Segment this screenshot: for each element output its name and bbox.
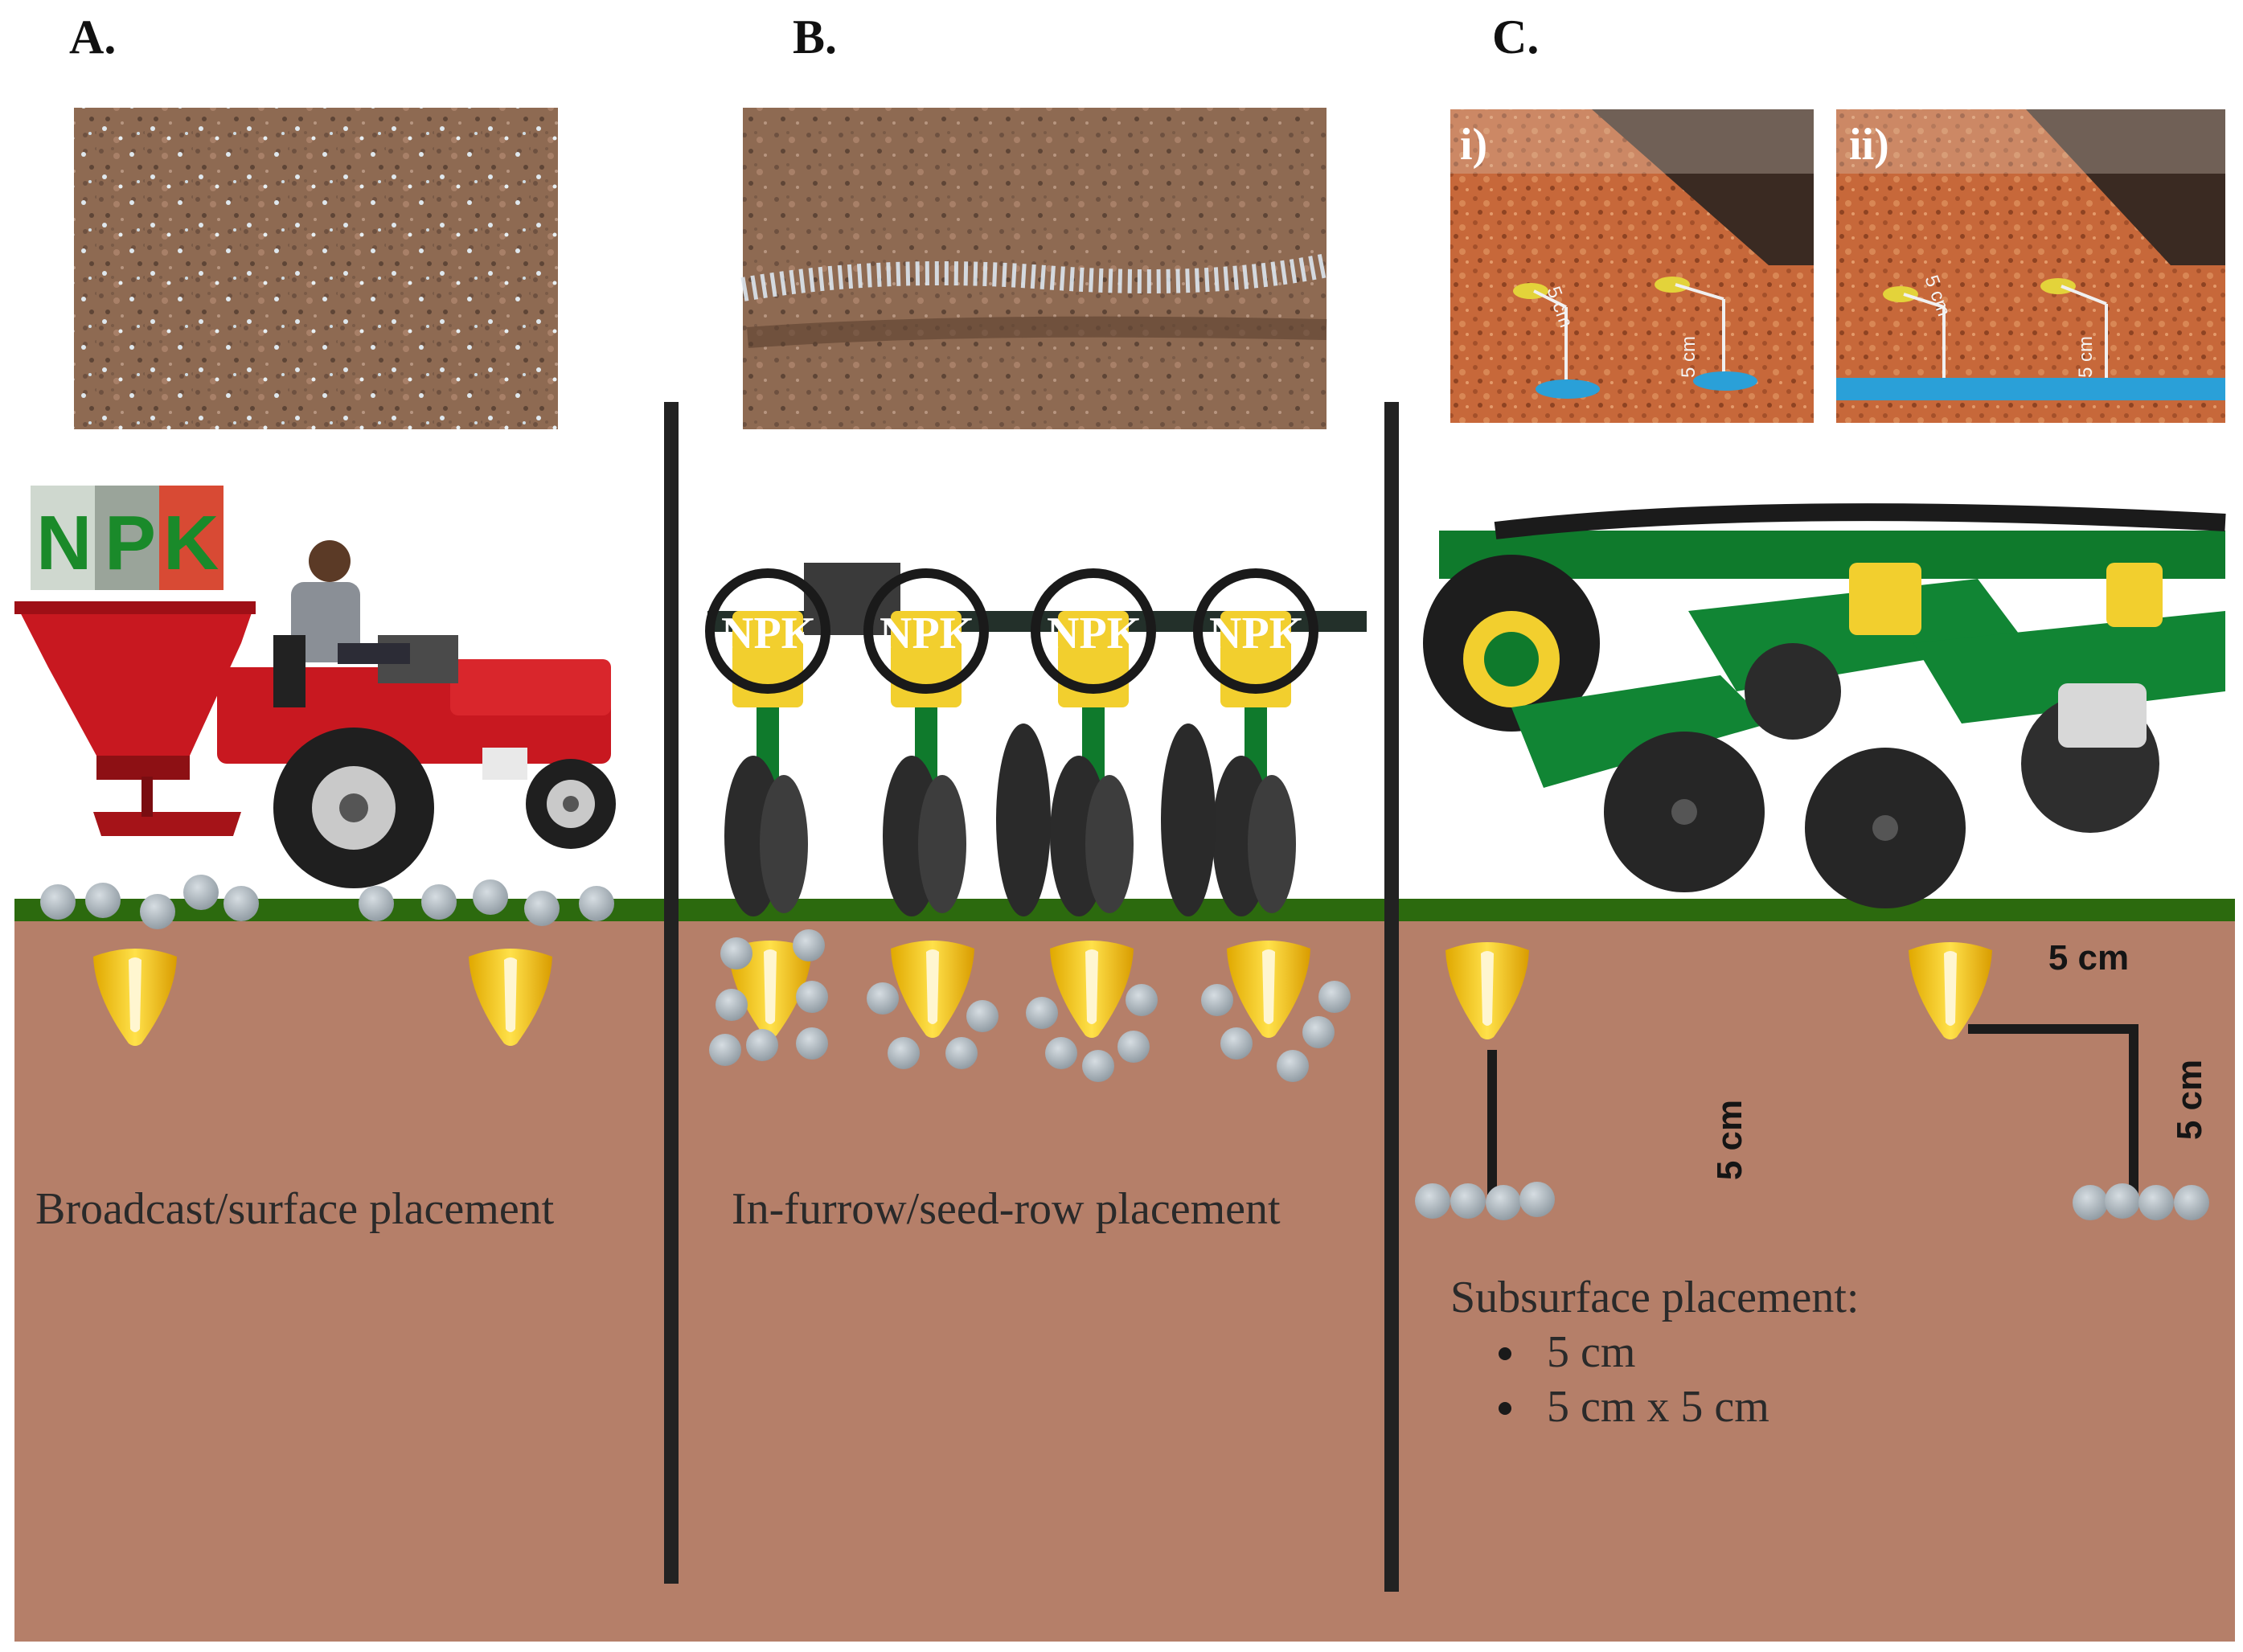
seed-row-cluster: [1026, 941, 1158, 1082]
fertilizer-spreader-icon: [14, 601, 256, 836]
npk-bag-letter-n: N: [36, 500, 92, 586]
fertilizer-granule-icon: [1519, 1182, 1555, 1217]
bullet-dot: [1499, 1347, 1511, 1360]
hopper-label: NPK: [880, 609, 975, 658]
seed-row-cluster: [1201, 941, 1351, 1082]
npk-bag-letter-p: P: [105, 500, 156, 586]
divider-ab: [664, 402, 679, 1584]
gauge-wheel: [1161, 724, 1216, 916]
fertilizer-granule-icon: [1450, 1183, 1486, 1219]
maize-seed-icon: [1445, 942, 1529, 1039]
seed-row-cluster: [709, 929, 828, 1066]
inset-i: 5 cm 5 cm i): [1450, 109, 1814, 423]
fertilizer-granule-icon: [183, 875, 219, 910]
inset-ii-dim: 5 cm: [2075, 336, 2097, 378]
hopper-label: NPK: [721, 609, 817, 658]
surface-granules: [40, 875, 614, 929]
dim-vertical-left: 5 cm: [1710, 1100, 1749, 1180]
dim-vertical-right: 5 cm: [2170, 1060, 2209, 1140]
inset-i-dim: 5 cm: [1678, 336, 1700, 378]
panel-letter-a: A.: [69, 10, 116, 64]
fertilizer-granule-icon: [421, 884, 457, 920]
divider-bc: [1384, 402, 1399, 1592]
fertilizer-granule-icon: [2138, 1185, 2174, 1220]
planter-row-unit: NPK: [863, 568, 989, 916]
broadcast-soil-photo: [74, 108, 558, 429]
inset-ii: 5 cm 5 cm ii): [1836, 109, 2225, 423]
fertilizer-granule-icon: [579, 886, 614, 921]
caption-in-furrow: In-furrow/seed-row placement: [732, 1184, 1281, 1234]
bullet-item-2: 5 cm x 5 cm: [1547, 1382, 1769, 1432]
fertilizer-granule-icon: [85, 883, 121, 918]
fertilizer-granule-icon: [140, 894, 175, 929]
hopper-label: NPK: [1209, 609, 1305, 658]
planter-row-unit: NPK: [705, 568, 830, 916]
hopper-label: NPK: [1047, 609, 1142, 658]
soil-layer: [14, 918, 2235, 1642]
fertilizer-granule-icon: [2105, 1183, 2140, 1219]
planter-icon: [1423, 503, 2226, 908]
bullet-item-1: 5 cm: [1547, 1327, 1635, 1377]
dim-horizontal: 5 cm: [2048, 938, 2129, 978]
fertilizer-granule-icon: [2073, 1185, 2108, 1220]
fertilizer-granule-icon: [473, 879, 508, 915]
npk-bag-icon: N P K: [31, 486, 223, 590]
panel-letter-c: C.: [1492, 10, 1539, 64]
planter-row-unit: NPK: [1193, 568, 1318, 916]
panel-letter-b: B.: [793, 10, 837, 64]
planter-row-unit: NPK: [1031, 568, 1156, 916]
bullet-dot: [1499, 1402, 1511, 1415]
subsurface-granules-left: [1415, 1182, 1555, 1220]
fertilizer-granule-icon: [524, 891, 560, 926]
fertilizer-granule-icon: [1486, 1185, 1521, 1220]
maize-seed-icon: [1909, 942, 1992, 1039]
subsurface-granules-right: [2073, 1183, 2209, 1220]
inset-i-label: i): [1460, 120, 1487, 170]
furrow-soil-photo: [740, 108, 1329, 429]
tractor-icon: [217, 540, 616, 888]
fertilizer-granule-icon: [359, 886, 394, 921]
fertilizer-granule-icon: [223, 886, 259, 921]
fertilizer-granule-icon: [1415, 1183, 1450, 1219]
seed-row-cluster: [867, 941, 998, 1069]
gauge-wheel: [996, 724, 1051, 916]
npk-bag-letter-k: K: [163, 500, 219, 586]
maize-seed-icon: [93, 949, 177, 1046]
offset-line-5x5: [1968, 1024, 2138, 1195]
inset-ii-label: ii): [1849, 120, 1889, 170]
depth-line-5cm: [1487, 1050, 1497, 1195]
caption-subsurface: Subsurface placement:: [1450, 1273, 1859, 1322]
fertilizer-granule-icon: [40, 884, 76, 920]
fertilizer-granule-icon: [2174, 1185, 2209, 1220]
maize-seed-icon: [469, 949, 552, 1046]
caption-broadcast: Broadcast/surface placement: [35, 1184, 555, 1234]
